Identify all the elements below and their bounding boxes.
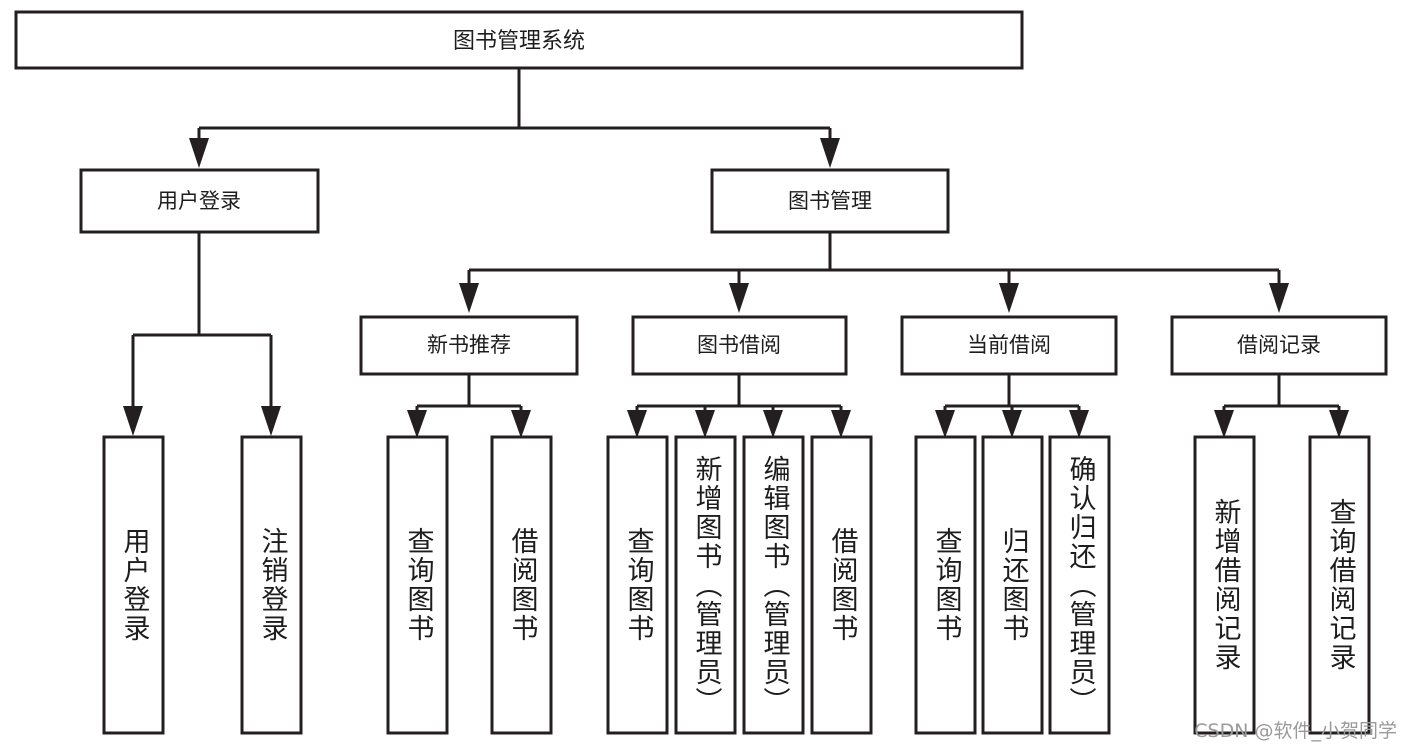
node-root-label: 图书管理系统 xyxy=(453,29,585,54)
arrow-head-leaf-user-login-1 xyxy=(261,406,281,436)
node-borrow-record-label: 借阅记录 xyxy=(1237,333,1321,357)
leaf-box-borrow-0[interactable] xyxy=(606,435,669,735)
arrow-head-leaf-borrow-1 xyxy=(695,410,715,438)
node-book-manage-label: 图书管理 xyxy=(788,189,872,213)
node-current-borrow-label: 当前借阅 xyxy=(967,333,1051,357)
leaf-box-user-login-0[interactable] xyxy=(102,435,165,735)
node-user-login-box[interactable] xyxy=(79,168,320,234)
arrow-head-level3-1 xyxy=(729,283,749,313)
leaf-box-current-1[interactable] xyxy=(981,435,1044,735)
arrow-head-leaf-record-1 xyxy=(1329,410,1349,438)
arrow-head-leaf-borrow-2 xyxy=(763,410,783,438)
arrow-head-level3-0 xyxy=(459,283,479,313)
csdn-watermark: CSDN @软件_小贺同学 xyxy=(1194,720,1397,742)
leaf-box-record-0[interactable] xyxy=(1193,435,1256,735)
leaf-box-user-login-1[interactable] xyxy=(240,435,303,735)
node-root-box[interactable] xyxy=(14,10,1024,70)
leaf-box-recommend-0[interactable] xyxy=(386,435,449,735)
arrow-head-leaf-record-0 xyxy=(1214,410,1234,438)
node-new-book-recommend-box[interactable] xyxy=(359,315,579,376)
leaf-box-borrow-3[interactable] xyxy=(810,435,873,735)
arrow-head-leaf-current-1 xyxy=(1002,410,1022,438)
node-book-borrow-label: 图书借阅 xyxy=(697,333,781,357)
node-book-borrow-box[interactable] xyxy=(631,315,848,376)
arrow-head-leaf-recommend-0 xyxy=(407,410,427,438)
node-borrow-record-box[interactable] xyxy=(1170,315,1388,376)
node-user-login-label: 用户登录 xyxy=(157,189,241,213)
arrow-head-book-manage xyxy=(820,138,840,168)
arrow-head-leaf-borrow-0 xyxy=(627,410,647,438)
arrow-head-leaf-recommend-1 xyxy=(511,410,531,438)
leaf-box-borrow-1[interactable] xyxy=(674,435,737,735)
arrow-head-level3-3 xyxy=(1269,283,1289,313)
arrow-head-leaf-borrow-3 xyxy=(831,410,851,438)
leaf-box-record-1[interactable] xyxy=(1308,435,1371,735)
leaf-box-recommend-1[interactable] xyxy=(490,435,553,735)
leaf-box-current-2[interactable] xyxy=(1048,435,1111,735)
node-current-borrow-box[interactable] xyxy=(900,315,1118,376)
arrow-head-leaf-current-0 xyxy=(935,410,955,438)
arrow-head-level3-2 xyxy=(999,283,1019,313)
leaf-box-current-0[interactable] xyxy=(914,435,977,735)
arrow-head-leaf-user-login-0 xyxy=(123,406,143,436)
node-book-manage-box[interactable] xyxy=(710,168,950,234)
node-new-book-recommend-label: 新书推荐 xyxy=(427,333,511,357)
arrow-head-leaf-current-2 xyxy=(1069,410,1089,438)
leaf-box-borrow-2[interactable] xyxy=(742,435,805,735)
arrow-head-user-login xyxy=(189,138,209,168)
